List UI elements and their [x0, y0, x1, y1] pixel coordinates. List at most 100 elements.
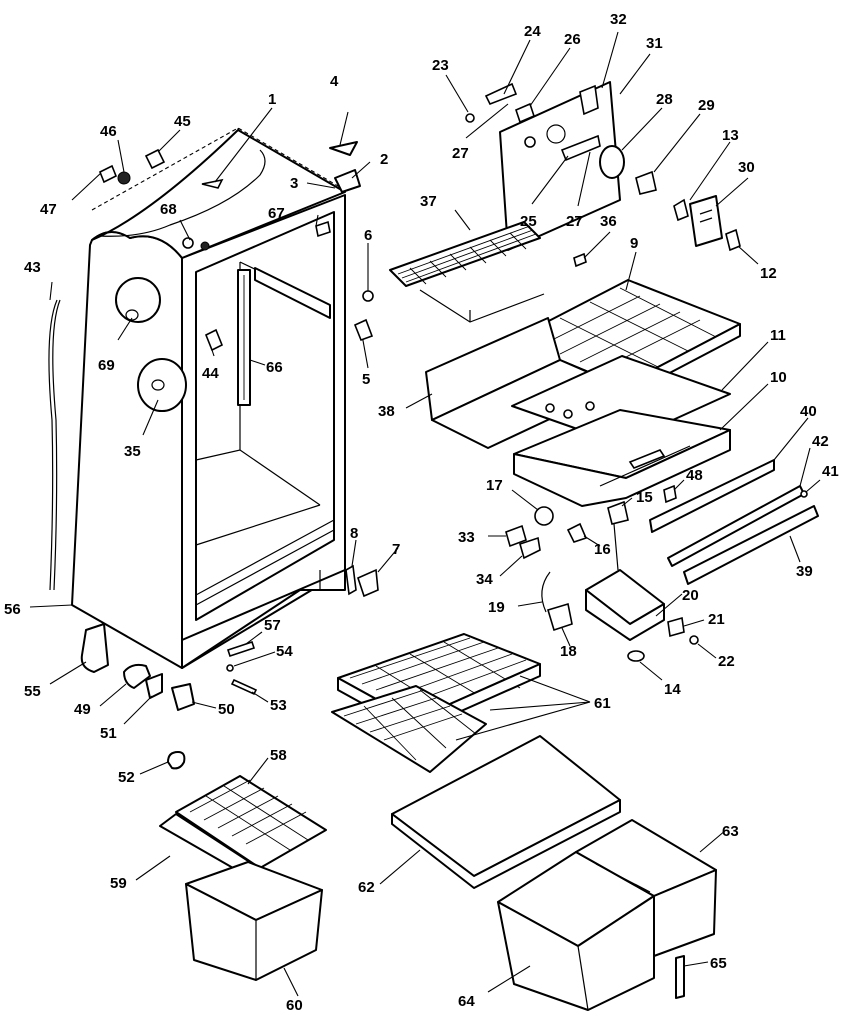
label-57: 57: [264, 617, 281, 634]
part-28-fan-motor: [599, 145, 625, 179]
label-56: 56: [4, 601, 21, 618]
label-22: 22: [718, 653, 735, 670]
label-55: 55: [24, 683, 41, 700]
label-33: 33: [458, 529, 475, 546]
label-62: 62: [358, 879, 375, 896]
freezer-leaders: [405, 31, 769, 431]
label-8: 8: [350, 525, 358, 542]
label-30: 30: [738, 159, 755, 176]
part-49-roller: [123, 663, 151, 689]
part-54-screw: [226, 664, 234, 672]
label-27b: 27: [566, 213, 583, 230]
part-labels: 1 2 3 4 5 6 7 8 9 10 11 12 13 14 15 16 1…: [4, 11, 839, 1014]
label-25: 25: [520, 213, 537, 230]
label-49: 49: [74, 701, 91, 718]
label-3: 3: [290, 175, 298, 192]
part-51-bracket: [145, 673, 163, 699]
part-18-switch: [547, 602, 573, 632]
label-9: 9: [630, 235, 638, 252]
label-5: 5: [362, 371, 370, 388]
label-44: 44: [202, 365, 219, 382]
cabinet: [71, 127, 361, 669]
label-13: 13: [722, 127, 739, 144]
label-17: 17: [486, 477, 503, 494]
part-12-knob: [725, 228, 741, 252]
label-21: 21: [708, 611, 725, 628]
label-24: 24: [524, 23, 541, 40]
label-15: 15: [636, 489, 653, 506]
part-50-bracket: [171, 683, 195, 711]
label-40: 40: [800, 403, 817, 420]
label-26: 26: [564, 31, 581, 48]
label-68: 68: [160, 201, 177, 218]
part-29-bracket: [635, 170, 657, 195]
label-64: 64: [458, 993, 475, 1010]
label-65: 65: [710, 955, 727, 972]
label-41: 41: [822, 463, 839, 480]
label-27a: 27: [452, 145, 469, 162]
part-41-screw: [800, 490, 808, 498]
label-12: 12: [760, 265, 777, 282]
label-16: 16: [594, 541, 611, 558]
part-40-rail: [649, 459, 775, 533]
label-42: 42: [812, 433, 829, 450]
label-19: 19: [488, 599, 505, 616]
label-29: 29: [698, 97, 715, 114]
label-6: 6: [364, 227, 372, 244]
part-16-holder: [566, 522, 588, 543]
label-67: 67: [268, 205, 285, 222]
part-34-part: [519, 536, 541, 560]
label-38: 38: [378, 403, 395, 420]
part-48-clip: [663, 484, 677, 504]
part-47-clip: [98, 164, 118, 184]
part-22-screw: [689, 635, 699, 645]
label-51: 51: [100, 725, 117, 742]
label-37: 37: [420, 193, 437, 210]
part-19-wire: [541, 571, 551, 613]
part-45-plug: [144, 148, 166, 170]
label-61: 61: [594, 695, 611, 712]
bottom-left-parts: [49, 623, 276, 775]
part-14-part: [627, 650, 645, 662]
label-69: 69: [98, 357, 115, 374]
part-36-clip: [573, 252, 587, 268]
label-52: 52: [118, 769, 135, 786]
part-55-leveler: [80, 623, 109, 673]
label-47: 47: [40, 201, 57, 218]
part-26-thermostat: [515, 102, 535, 124]
part-8-hinge-pin: [345, 564, 357, 596]
label-43: 43: [24, 259, 41, 276]
defrost-drain-rod: [48, 299, 58, 591]
label-48: 48: [686, 467, 703, 484]
part-57-clip: [226, 640, 256, 658]
label-39: 39: [796, 563, 813, 580]
part-52-foot: [167, 751, 186, 770]
label-46: 46: [100, 123, 117, 140]
label-10: 10: [770, 369, 787, 386]
label-20: 20: [682, 587, 699, 604]
lower-section: [135, 633, 727, 1011]
label-60: 60: [286, 997, 303, 1014]
part-13-clip: [673, 198, 689, 222]
part-53-screw: [230, 678, 258, 696]
label-35: 35: [124, 443, 141, 460]
label-66: 66: [266, 359, 283, 376]
label-36: 36: [600, 213, 617, 230]
part-15-socket: [607, 500, 629, 525]
label-32: 32: [610, 11, 627, 28]
label-63: 63: [722, 823, 739, 840]
label-2: 2: [380, 151, 388, 168]
label-1: 1: [268, 91, 276, 108]
middle-parts: [488, 417, 821, 681]
part-5-bracket: [353, 318, 374, 342]
cabinet-leaders: [29, 107, 371, 608]
part-37-shelf: [389, 221, 541, 287]
part-39-rail: [683, 505, 819, 585]
label-28: 28: [656, 91, 673, 108]
label-23: 23: [432, 57, 449, 74]
part-33-part: [505, 524, 527, 548]
part-6-screw: [362, 290, 374, 302]
label-14: 14: [664, 681, 681, 698]
